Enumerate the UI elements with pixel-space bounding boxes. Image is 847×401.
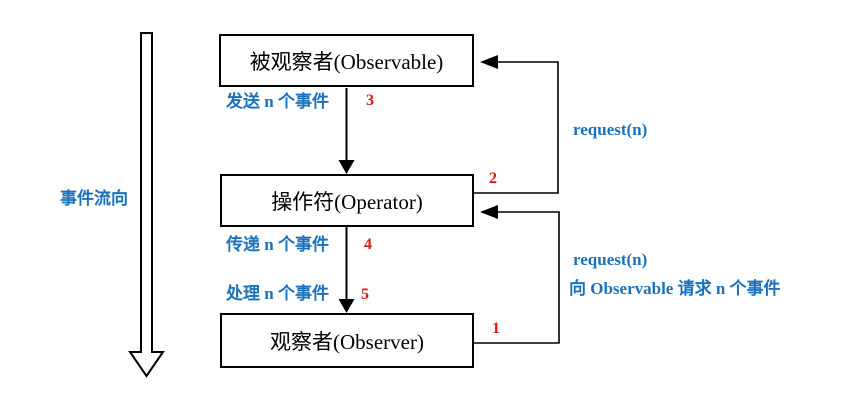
observer-box-label: 观察者(Observer)	[270, 329, 424, 354]
event-flow-direction-arrow	[128, 32, 165, 378]
operator-box-label: 操作符(Operator)	[271, 189, 423, 214]
step-number-2: 2	[489, 170, 497, 187]
observer-box: 观察者(Observer)	[220, 313, 474, 368]
step-number-3: 3	[366, 92, 374, 109]
handle-events-label: 处理 n 个事件	[226, 284, 329, 303]
event-flow-direction-label: 事件流向	[60, 189, 128, 208]
arrow-observable-to-operator-head	[338, 160, 355, 174]
observable-box-label: 被观察者(Observable)	[249, 49, 444, 74]
arrow-request-observer-to-operator-line	[474, 211, 560, 344]
arrow-request-operator-to-observable-head	[480, 55, 498, 69]
step-number-4: 4	[364, 236, 372, 253]
step-number-1: 1	[492, 320, 500, 337]
operator-box: 操作符(Operator)	[220, 174, 474, 227]
observable-box: 被观察者(Observable)	[219, 34, 474, 87]
request-n-lower-label: request(n)	[573, 250, 648, 269]
request-note-label: 向 Observable 请求 n 个事件	[569, 279, 781, 298]
step-number-5: 5	[361, 286, 369, 303]
arrow-operator-to-observer-head	[338, 299, 355, 313]
send-events-label: 发送 n 个事件	[226, 92, 329, 111]
arrow-request-observer-to-operator-head	[480, 205, 498, 219]
pass-events-label: 传递 n 个事件	[226, 235, 329, 254]
request-n-upper-label: request(n)	[573, 120, 648, 139]
arrow-request-operator-to-observable-line	[474, 61, 559, 194]
